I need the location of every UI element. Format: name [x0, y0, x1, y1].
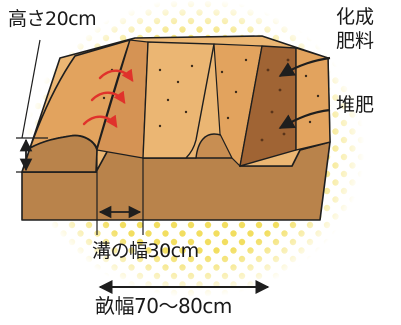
airflow-arrow-2: [90, 90, 126, 104]
chemical-fertilizer-pointer: [278, 56, 331, 77]
compost-pointer: [278, 108, 331, 129]
airflow-arrow-3: [82, 114, 118, 128]
compost-label: 堆肥: [336, 94, 375, 116]
airflow-arrows: [82, 68, 134, 128]
chemical-fertilizer-label: 化成 肥料: [336, 6, 374, 54]
middle-ridge: [142, 41, 215, 159]
height-leader-line: [21, 39, 41, 139]
trench-width-label: 溝の幅30cm: [92, 240, 199, 262]
height-label: 高さ20cm: [8, 8, 97, 30]
right-block: [295, 47, 331, 151]
ridge-width-label: 畝幅70〜80cm: [95, 294, 232, 318]
airflow-arrow-1: [98, 68, 134, 82]
chemical-fertilizer-label-line1: 化成: [336, 6, 375, 28]
trench-right: [213, 43, 263, 168]
chemical-fertilizer-label-line2: 肥料: [336, 29, 375, 52]
